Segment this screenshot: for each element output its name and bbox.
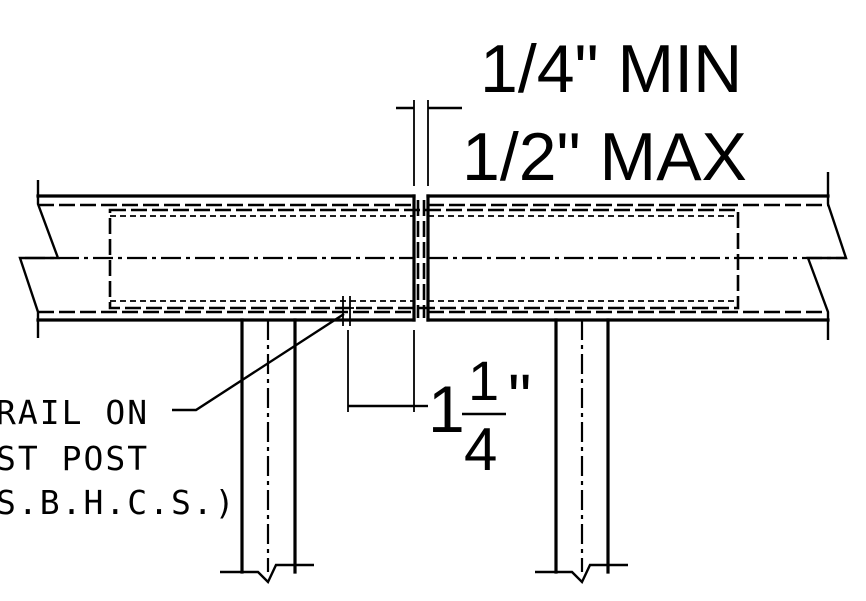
gap-min-label: 1/4" MIN bbox=[480, 31, 742, 107]
right-rail-segment bbox=[426, 172, 848, 340]
leader-line bbox=[172, 312, 345, 412]
offset-numerator: 1 bbox=[468, 349, 499, 412]
rail-joint bbox=[412, 194, 430, 322]
note-line-3: S.B.H.C.S.) bbox=[0, 483, 237, 522]
offset-dimension: 1 1 4 " bbox=[347, 330, 531, 483]
fastener-icon bbox=[340, 296, 354, 326]
left-post bbox=[220, 318, 314, 585]
right-post bbox=[535, 318, 628, 585]
gap-max-label: 1/2" MAX bbox=[462, 119, 747, 195]
gap-dimension: 1/4" MIN 1/2" MAX bbox=[396, 31, 747, 195]
splice-bar bbox=[108, 208, 740, 310]
note-line-2: ST POST bbox=[0, 439, 149, 478]
left-rail-segment bbox=[18, 180, 416, 338]
offset-inch-mark: " bbox=[508, 360, 531, 434]
note-line-1: RAIL ON bbox=[0, 393, 149, 432]
fastener-note: RAIL ON ST POST S.B.H.C.S.) bbox=[0, 312, 345, 522]
offset-denominator: 4 bbox=[464, 416, 497, 483]
offset-whole: 1 bbox=[428, 372, 465, 446]
